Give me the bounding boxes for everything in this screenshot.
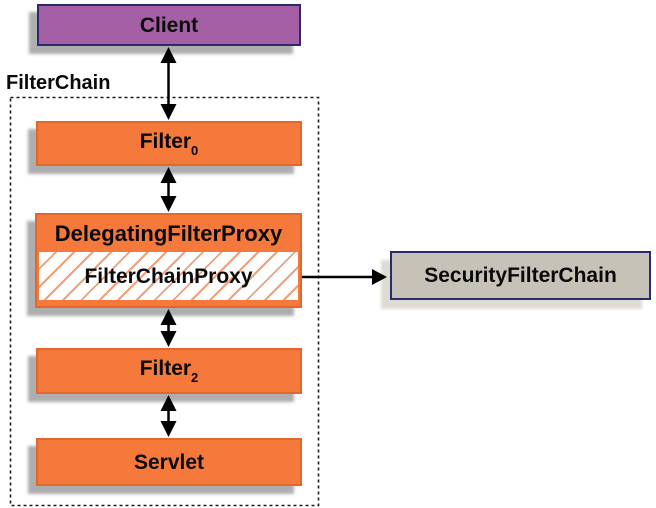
filter-chain-proxy-label: FilterChainProxy xyxy=(84,264,253,288)
filter0-label: Filter0 xyxy=(140,131,199,157)
filterchain-frame-label: FilterChain xyxy=(6,72,111,94)
arrow-filter2-servlet xyxy=(160,395,177,437)
filter0-label-base: Filter xyxy=(139,129,192,153)
node-delegating-filter-proxy: DelegatingFilterProxy FilterChainProxy xyxy=(35,213,302,308)
arrow-delegating-filter2 xyxy=(160,309,177,347)
node-filter0: Filter0 xyxy=(36,121,302,166)
node-servlet: Servlet xyxy=(36,438,302,486)
filter0-label-subscript: 0 xyxy=(191,142,199,158)
arrow-client-filter0 xyxy=(160,47,177,120)
filter2-label: Filter2 xyxy=(140,358,199,384)
security-filter-chain-label: SecurityFilterChain xyxy=(424,264,617,287)
delegating-filter-proxy-label: DelegatingFilterProxy xyxy=(54,220,283,246)
arrow-filterchainproxy-securityfilterchain xyxy=(302,269,387,285)
client-label: Client xyxy=(139,13,199,37)
filter2-label-subscript: 2 xyxy=(191,370,199,385)
filter2-label-base: Filter xyxy=(139,357,192,380)
node-filter2: Filter2 xyxy=(36,348,302,394)
servlet-label: Servlet xyxy=(133,450,205,474)
node-security-filter-chain: SecurityFilterChain xyxy=(390,251,651,300)
node-filter-chain-proxy: FilterChainProxy xyxy=(39,252,298,300)
arrow-filter0-delegating xyxy=(160,167,177,212)
node-client: Client xyxy=(37,4,301,46)
